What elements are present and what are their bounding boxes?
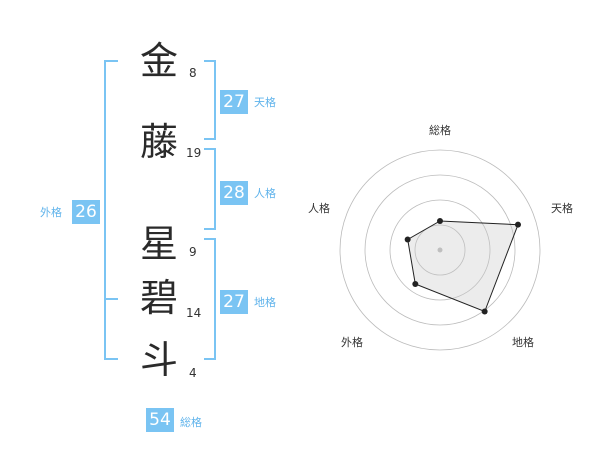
character-3: 星 — [139, 222, 178, 266]
stroke-count-3: 9 — [189, 245, 197, 259]
radar-label-gaikaku: 外格 — [341, 336, 363, 349]
radar-ring — [389, 199, 491, 301]
gaikaku-value: 26 — [72, 200, 100, 224]
gaikaku-bracket-top — [104, 60, 118, 62]
radar-point-1 — [514, 221, 521, 228]
gaikaku-label: 外格 — [40, 206, 62, 219]
character-4: 碧 — [139, 276, 178, 320]
jinkaku-value: 28 — [220, 181, 248, 205]
radar-label-soukaku: 総格 — [429, 124, 451, 137]
stroke-count-5: 4 — [189, 366, 197, 380]
tenkaku-value: 27 — [220, 90, 248, 114]
character-1: 金 — [139, 39, 178, 83]
radar-point-2 — [481, 308, 488, 315]
stroke-count-2: 19 — [186, 146, 202, 160]
stroke-count-1: 8 — [189, 66, 197, 80]
chikaku-value: 27 — [220, 290, 248, 314]
jinkaku-bracket-vertical — [214, 148, 216, 230]
radar-ring — [414, 224, 466, 276]
chikaku-label: 地格 — [254, 296, 276, 309]
tenkaku-bracket-top — [204, 60, 216, 62]
radar-shape — [407, 220, 519, 313]
jinkaku-bracket-top — [204, 148, 216, 150]
radar-ring — [364, 174, 516, 326]
gaikaku-bracket-vertical — [104, 60, 106, 360]
tenkaku-bracket-vertical — [214, 60, 216, 140]
chikaku-bracket-bottom — [204, 358, 216, 360]
radar-center — [437, 247, 443, 253]
radar-label-jinkaku: 人格 — [308, 202, 330, 215]
radar-label-tenkaku: 天格 — [551, 202, 573, 215]
radar-point-0 — [437, 218, 443, 224]
jinkaku-bracket-bottom — [204, 228, 216, 230]
stroke-count-4: 14 — [186, 306, 202, 320]
soukaku-label: 総格 — [180, 416, 202, 429]
tenkaku-label: 天格 — [254, 96, 276, 109]
character-5: 斗 — [139, 338, 178, 382]
radar-ring — [339, 149, 541, 351]
chikaku-bracket-vertical — [214, 238, 216, 360]
chikaku-bracket-top — [204, 238, 216, 240]
radar-point-3 — [412, 280, 419, 287]
gaikaku-bracket-split — [104, 298, 118, 300]
character-2: 藤 — [139, 120, 178, 164]
tenkaku-bracket-bottom — [204, 138, 216, 140]
radar-label-chikaku: 地格 — [512, 336, 534, 349]
soukaku-value: 54 — [146, 408, 174, 432]
radar-chart — [339, 149, 541, 351]
gaikaku-bracket-bottom — [104, 358, 118, 360]
radar-point-4 — [404, 236, 411, 243]
jinkaku-label: 人格 — [254, 187, 276, 200]
